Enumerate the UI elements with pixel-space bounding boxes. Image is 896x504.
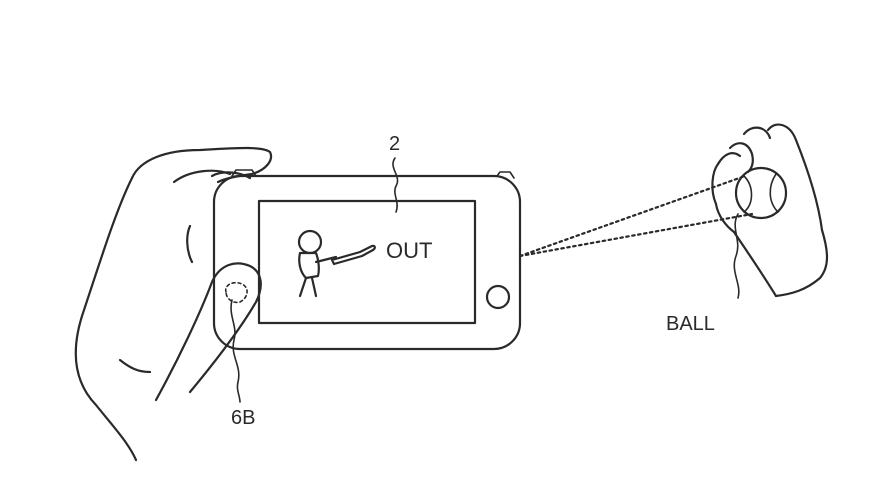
batter-legs [298, 276, 318, 298]
ball-outline [734, 166, 788, 220]
screen-out-text: OUT [386, 238, 432, 263]
batter-head [297, 229, 323, 255]
ball-label: BALL [666, 313, 715, 335]
baseball-bat [330, 244, 376, 266]
ball-ref-leader [733, 213, 740, 299]
baseball [734, 166, 788, 220]
touch-area-6b [224, 281, 248, 304]
device-reference-number: 2 [389, 133, 400, 155]
batter-body [298, 251, 320, 280]
thumb [154, 262, 262, 402]
sight-line-lower [518, 212, 754, 258]
batter-arm [314, 255, 338, 264]
ball-seam-left [743, 175, 753, 213]
touch-reference-label: 6B [231, 407, 255, 429]
handheld-device [212, 169, 522, 351]
ball-seam-right [769, 173, 779, 213]
touch-ref-leader [230, 299, 241, 403]
device-body [212, 174, 522, 351]
device-screen [257, 199, 477, 325]
device-ref-leader [392, 157, 399, 213]
device-top-button-right [496, 171, 515, 179]
sight-line-upper [518, 174, 747, 258]
home-button[interactable] [485, 284, 511, 310]
batter-figure [297, 229, 376, 298]
right-hand [711, 123, 829, 298]
device-top-button [231, 169, 257, 177]
